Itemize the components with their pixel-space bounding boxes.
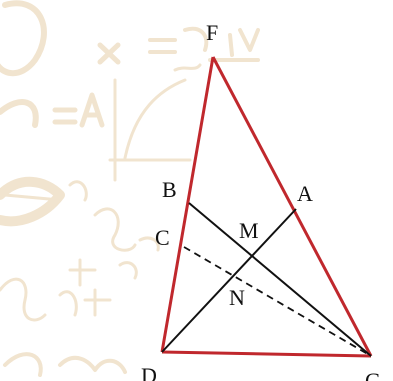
label-point-m: M — [239, 218, 259, 243]
label-point-a: A — [297, 181, 313, 206]
label-point-b: B — [162, 177, 177, 202]
label-point-f: F — [206, 20, 218, 45]
label-point-c: C — [155, 225, 170, 250]
segment-cg-dashed — [183, 246, 372, 357]
label-point-g: G — [365, 368, 381, 381]
edge-dg — [161, 350, 372, 358]
background-doodles — [0, 0, 260, 377]
segment-da — [161, 208, 297, 353]
edge-fd — [160, 56, 215, 353]
label-point-n: N — [229, 285, 245, 310]
label-point-d: D — [141, 363, 157, 381]
segment-bg — [188, 202, 372, 357]
edge-fg — [211, 56, 373, 357]
